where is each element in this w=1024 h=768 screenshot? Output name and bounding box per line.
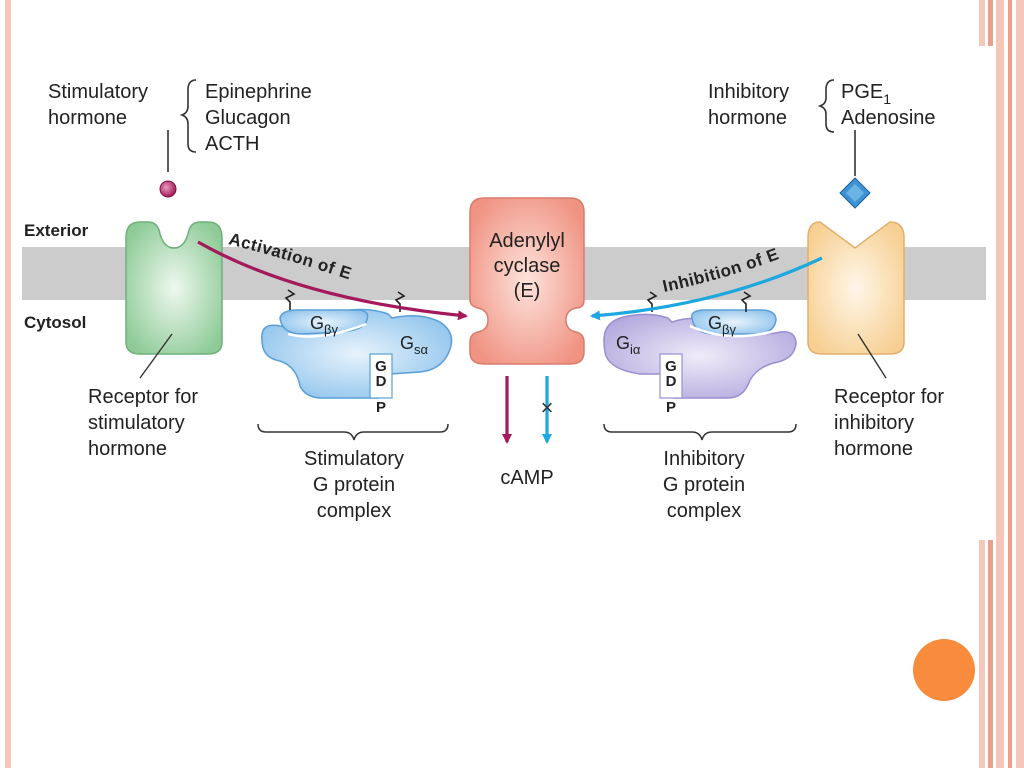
svg-text:Stimulatory: Stimulatory xyxy=(304,448,404,470)
svg-text:Inhibitory: Inhibitory xyxy=(708,81,789,103)
stimulatory-hormone-dot xyxy=(159,180,177,198)
svg-text:complex: complex xyxy=(317,500,391,522)
inhibition-arrow xyxy=(590,256,823,321)
camp-label: cAMP xyxy=(500,467,553,489)
stimulatory-g-protein-complex xyxy=(261,289,453,399)
svg-text:PGE1: PGE1 xyxy=(841,81,891,107)
svg-text:Receptor for: Receptor for xyxy=(834,386,944,408)
svg-text:P: P xyxy=(666,399,676,416)
svg-text:Stimulatory: Stimulatory xyxy=(48,81,148,103)
adenylyl-cyclase-label: Adenylyl cyclase (E) xyxy=(489,230,565,302)
stimulatory-receptor xyxy=(125,221,223,355)
g-beta-gamma-subunit xyxy=(279,309,369,335)
gdp-label-inhibitory: G D P xyxy=(665,358,677,416)
blocked-mark: × xyxy=(541,395,554,420)
stimulatory-complex-caption: Stimulatory G protein complex xyxy=(304,448,404,522)
svg-text:Inhibitory: Inhibitory xyxy=(663,448,744,470)
svg-text:G: G xyxy=(665,358,677,375)
stimulatory-receptor-caption: Receptor for stimulatory hormone xyxy=(88,386,198,460)
svg-text:P: P xyxy=(376,399,386,416)
g-i-alpha-label: Giα xyxy=(616,333,641,357)
svg-text:Adenosine: Adenosine xyxy=(841,107,936,129)
svg-text:D: D xyxy=(666,373,677,390)
inhibitory-complex-brace xyxy=(603,423,797,441)
svg-text:hormone: hormone xyxy=(834,438,913,460)
svg-text:hormone: hormone xyxy=(88,438,167,460)
lipid-anchor xyxy=(646,291,658,312)
g-beta-gamma-label-inhibitory: Gβγ xyxy=(708,313,736,337)
right-stripe-4 xyxy=(1008,0,1012,768)
stimulatory-complex-brace xyxy=(257,423,449,441)
right-stripe-5 xyxy=(1016,0,1024,768)
cytosol-label: Cytosol xyxy=(24,313,86,332)
activation-arrow xyxy=(197,240,468,321)
svg-text:Glucagon: Glucagon xyxy=(205,107,291,129)
svg-text:complex: complex xyxy=(667,500,741,522)
stimulatory-hormone-examples: Epinephrine Glucagon ACTH xyxy=(205,81,312,155)
lipid-anchor xyxy=(284,289,296,310)
gdp-label-stimulatory: G D P xyxy=(375,358,387,416)
svg-text:hormone: hormone xyxy=(708,107,787,129)
stimulatory-hormone-label: Stimulatory hormone xyxy=(48,81,148,129)
svg-text:hormone: hormone xyxy=(48,107,127,129)
svg-text:Adenylyl: Adenylyl xyxy=(489,230,565,252)
svg-text:G protein: G protein xyxy=(663,474,745,496)
gdp-box-inhibitory xyxy=(659,353,683,399)
inhibitory-complex-caption: Inhibitory G protein complex xyxy=(663,448,745,522)
svg-text:Epinephrine: Epinephrine xyxy=(205,81,312,103)
inhibitory-hormone-examples: PGE1 Adenosine xyxy=(841,81,936,129)
inhibitory-hormone-label: Inhibitory hormone xyxy=(708,81,789,129)
right-stripe-3 xyxy=(996,0,1004,768)
svg-text:G: G xyxy=(375,358,387,375)
svg-text:(E): (E) xyxy=(514,280,541,302)
svg-text:inhibitory: inhibitory xyxy=(834,412,914,434)
stimulatory-brace xyxy=(179,79,197,153)
exterior-label: Exterior xyxy=(24,221,89,240)
svg-text:cyclase: cyclase xyxy=(494,255,561,277)
g-s-alpha-label: Gsα xyxy=(400,333,429,357)
inhibitory-g-protein-complex xyxy=(603,291,797,399)
inhibitory-receptor-pointer xyxy=(857,333,887,379)
svg-text:stimulatory: stimulatory xyxy=(88,412,185,434)
lipid-anchor xyxy=(740,291,752,312)
inhibitory-brace xyxy=(817,79,835,133)
left-stripe xyxy=(5,0,11,768)
g-beta-gamma-label-stimulatory: Gβγ xyxy=(310,313,338,337)
svg-text:G protein: G protein xyxy=(313,474,395,496)
svg-text:Receptor for: Receptor for xyxy=(88,386,198,408)
gdp-box-stimulatory xyxy=(369,353,393,399)
svg-text:D: D xyxy=(376,373,387,390)
decorative-orange-circle xyxy=(913,639,975,701)
stimulatory-receptor-pointer xyxy=(139,333,173,379)
svg-text:ACTH: ACTH xyxy=(205,133,259,155)
adenylyl-cyclase xyxy=(469,197,585,365)
inhibitory-receptor-caption: Receptor for inhibitory hormone xyxy=(834,386,944,460)
g-beta-gamma-subunit xyxy=(691,309,777,335)
inhibitory-receptor xyxy=(807,221,905,355)
